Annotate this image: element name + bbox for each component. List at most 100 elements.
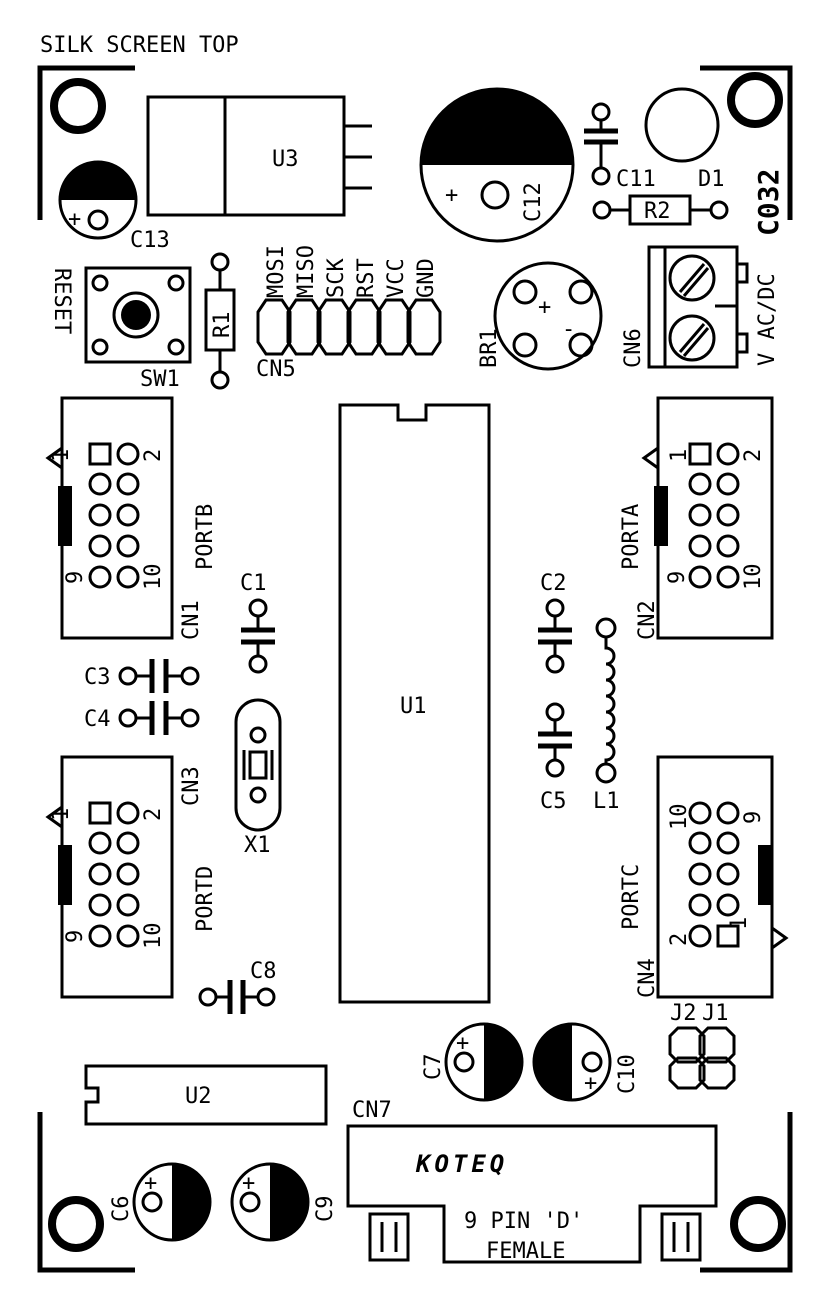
svg-text:U3: U3 [272,147,299,172]
svg-text:C13: C13 [130,228,170,253]
j1-j2-jumpers: J2 J1 [668,1001,736,1090]
svg-text:MOSI: MOSI [264,245,289,298]
svg-text:+: + [68,207,81,232]
svg-text:J2: J2 [670,1001,697,1026]
svg-text:D1: D1 [698,167,725,192]
svg-text:CN2: CN2 [635,600,660,640]
svg-text:FEMALE: FEMALE [486,1239,565,1264]
svg-text:2: 2 [667,933,692,946]
svg-text:2: 2 [141,449,166,462]
board-outline [37,65,793,1273]
svg-text:C7: C7 [421,1054,446,1081]
svg-text:-: - [562,317,575,342]
svg-text:GND: GND [414,258,439,298]
svg-text:C1: C1 [240,571,267,596]
svg-text:J1: J1 [702,1001,729,1026]
svg-text:1: 1 [667,449,692,462]
svg-text:9 PIN 'D': 9 PIN 'D' [464,1209,583,1234]
l1-inductor: L1 [593,617,620,814]
svg-text:PORTA: PORTA [619,504,644,570]
svg-text:9: 9 [741,811,766,824]
svg-text:MISO: MISO [294,245,319,298]
c10-capacitor: + C10 [532,1022,640,1102]
cn6-power-terminal: CN6 V AC/DC [621,245,780,369]
r2-resistor: R2 [592,194,729,226]
d1-led: D1 [644,87,725,192]
u1-microcontroller: U1 [338,403,491,1004]
svg-text:+: + [445,183,458,208]
svg-text:CN3: CN3 [179,766,204,806]
svg-text:C3: C3 [84,665,111,690]
cn7-db9-connector: CN7 KOTEQ 9 PIN 'D' FEMALE [346,1098,718,1264]
x1-crystal: X1 [234,698,282,858]
cn3-portd-header: 1 2 9 10 PORTD CN3 [45,755,218,999]
svg-text:PORTD: PORTD [193,866,218,932]
koteq-logo: KOTEQ [415,1150,508,1178]
svg-text:U1: U1 [400,694,427,719]
svg-text:9: 9 [63,930,88,943]
svg-text:+: + [584,1071,597,1096]
u3-regulator: U3 [146,95,372,217]
svg-text:RST: RST [354,258,379,298]
c5-capacitor: C5 [538,702,572,814]
cn4-portc-header: 1 2 9 10 PORTC CN4 [619,755,789,999]
svg-text:9: 9 [63,571,88,584]
svg-text:SCK: SCK [324,258,349,298]
svg-text:C2: C2 [540,571,567,596]
svg-text:L1: L1 [593,789,620,814]
c12-capacitor: + C12 [419,87,575,243]
svg-text:CN7: CN7 [352,1098,392,1123]
c6-capacitor: + C6 [109,1162,212,1242]
c7-capacitor: + C7 [421,1022,524,1102]
c11-capacitor: C11 [584,102,656,192]
svg-text:CN4: CN4 [635,958,660,998]
svg-text:BR1: BR1 [477,328,502,368]
svg-text:R1: R1 [210,312,235,339]
svg-text:10: 10 [741,564,766,591]
svg-text:RESET: RESET [49,268,74,334]
svg-text:1: 1 [49,808,74,821]
svg-text:+: + [538,295,551,320]
svg-text:R2: R2 [644,199,671,224]
svg-text:C12: C12 [521,182,546,222]
title: SILK SCREEN TOP [40,33,239,58]
svg-text:9: 9 [665,571,690,584]
c8-capacitor: C8 [198,959,277,1014]
svg-text:1: 1 [727,917,752,930]
cn5-isp-header: MOSI MISO SCK RST VCC GND CN5 [256,245,442,382]
svg-text:C9: C9 [313,1196,338,1223]
svg-text:10: 10 [141,564,166,591]
svg-text:+: + [144,1171,157,1196]
mounting-holes [48,72,786,1252]
svg-text:V AC/DC: V AC/DC [755,273,780,366]
svg-text:CN6: CN6 [621,328,646,368]
svg-text:+: + [456,1031,469,1056]
c1-capacitor: C1 [240,571,275,674]
svg-text:+: + [242,1171,255,1196]
svg-text:C6: C6 [109,1196,134,1223]
svg-text:1: 1 [49,449,74,462]
br1-bridge-rectifier: + - BR1 [477,261,603,371]
svg-text:2: 2 [141,808,166,821]
svg-text:10: 10 [141,923,166,950]
svg-text:2: 2 [741,449,766,462]
board-code: C032 [752,169,785,236]
r1-resistor: R1 [204,252,236,390]
svg-text:C8: C8 [250,959,277,984]
svg-text:C5: C5 [540,789,567,814]
sw1-reset-switch: RESET SW1 [49,266,192,392]
svg-text:PORTB: PORTB [193,504,218,570]
cn2-porta-header: 1 2 9 10 PORTA CN2 [619,396,774,640]
u2-ic: U2 [84,1064,328,1126]
c2-capacitor: C2 [538,571,572,674]
svg-text:CN1: CN1 [179,600,204,640]
svg-text:C10: C10 [615,1054,640,1094]
svg-text:VCC: VCC [384,258,409,298]
svg-text:CN5: CN5 [256,357,296,382]
c13-capacitor: + C13 [58,160,170,253]
c4-capacitor: C4 [84,701,200,735]
svg-text:PORTC: PORTC [619,864,644,930]
svg-text:C4: C4 [84,707,111,732]
cn1-portb-header: 1 2 9 10 PORTB CN1 [45,396,218,640]
